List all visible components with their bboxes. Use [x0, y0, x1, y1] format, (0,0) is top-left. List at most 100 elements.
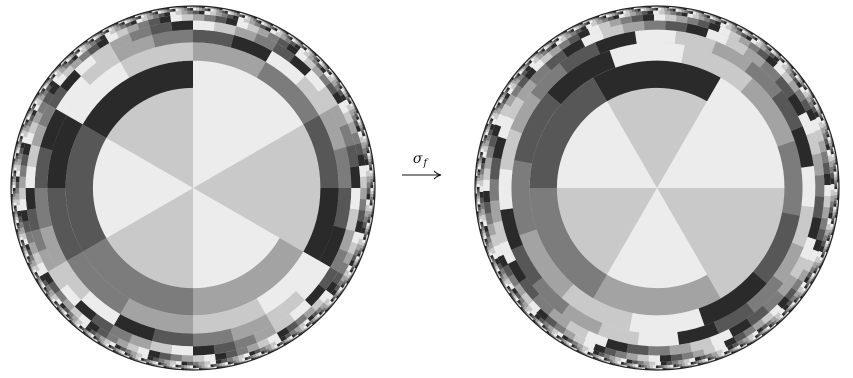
tile-cell — [167, 364, 170, 367]
tile-cell — [824, 174, 831, 185]
tile-cell — [13, 170, 16, 173]
tile-cell — [672, 361, 678, 365]
tile-cell — [13, 200, 16, 203]
tile-cell — [366, 194, 370, 200]
tile-cell — [664, 8, 667, 11]
tile-cell — [679, 364, 682, 367]
tile-cell — [834, 201, 837, 204]
tile-cell — [175, 365, 178, 368]
tile-cell — [204, 354, 216, 361]
tile-cell — [16, 171, 20, 177]
tile-cell — [676, 12, 682, 16]
tile-cell — [365, 205, 369, 211]
tile-cell — [216, 364, 219, 367]
tile-cell — [13, 176, 16, 179]
tile-cell — [635, 30, 676, 44]
tile-cell — [629, 10, 632, 13]
tile-cell — [483, 180, 490, 191]
tile-cell — [832, 212, 835, 215]
tile-cell — [190, 365, 193, 368]
tile-cell — [155, 361, 158, 364]
tile-cell — [643, 361, 649, 365]
tile-cell — [624, 362, 627, 365]
tile-cell — [665, 365, 668, 368]
tile-cell — [681, 10, 684, 13]
tile-cell — [16, 194, 20, 200]
tile-cell — [366, 176, 370, 182]
tile-cell — [480, 174, 484, 180]
tile-cell — [662, 365, 665, 368]
tile-cell — [182, 14, 193, 21]
tile-cell — [652, 8, 655, 11]
tile-cell — [477, 193, 480, 196]
tile-cell — [204, 15, 216, 22]
tile-cell — [484, 202, 492, 214]
tile-cell — [187, 8, 190, 11]
tile-cell — [369, 164, 372, 167]
tile-cell — [14, 167, 17, 170]
tile-cell — [15, 159, 18, 162]
tile-cell — [178, 8, 181, 11]
tile-cell — [661, 362, 667, 366]
tile-cell — [641, 365, 644, 368]
tile-cell — [665, 14, 677, 21]
tile-cell — [369, 162, 372, 165]
tile-cell — [670, 365, 673, 368]
tile-cell — [647, 365, 650, 368]
tile-cell — [16, 153, 19, 156]
tile-cell — [830, 196, 834, 202]
tile-cell — [350, 188, 360, 210]
tile-cell — [638, 9, 641, 12]
tile-cell — [478, 210, 481, 213]
tile-cell — [832, 215, 835, 218]
tile-cell — [228, 11, 231, 14]
tile-cell — [16, 220, 19, 223]
tile-cell — [172, 9, 175, 12]
tile-cell — [648, 346, 670, 356]
tile-cell — [670, 11, 676, 15]
tile-cell — [649, 355, 660, 362]
tile-cell — [676, 364, 679, 367]
tile-cell — [366, 150, 369, 153]
tile-cell — [368, 159, 371, 162]
tile-cell — [222, 10, 225, 13]
tile-cell — [690, 362, 693, 365]
tile-cell — [647, 11, 653, 15]
tile-cell — [638, 361, 644, 365]
tile-cell — [801, 166, 815, 207]
tile-cell — [480, 197, 484, 203]
tile-cell — [213, 9, 216, 12]
tile-cell — [369, 167, 372, 170]
tile-cell — [635, 9, 638, 12]
tile-cell — [205, 365, 208, 368]
tile-cell — [620, 11, 623, 14]
tile-cell — [370, 197, 373, 200]
tile-cell — [368, 156, 371, 159]
tile-cell — [833, 209, 836, 212]
tile-cell — [477, 178, 480, 181]
tile-cell — [368, 217, 371, 220]
tile-cell — [478, 207, 481, 210]
tile-cell — [480, 219, 483, 222]
map-symbol: σ — [413, 151, 423, 167]
tile-cell — [158, 362, 161, 365]
tile-cell — [632, 9, 635, 12]
tile-cell — [499, 169, 513, 210]
tile-cell — [158, 11, 161, 14]
tile-cell — [16, 176, 20, 182]
tile-cell — [204, 11, 210, 15]
tile-cell — [660, 355, 671, 362]
tile-cell — [16, 182, 20, 188]
tile-cell — [199, 361, 205, 365]
tile-cell — [161, 363, 164, 366]
tile-cell — [477, 198, 480, 201]
tile-cell — [477, 196, 480, 199]
tile-cell — [176, 361, 182, 365]
tile-cell — [666, 361, 672, 365]
tile-cell — [193, 355, 204, 362]
tile-cell — [366, 199, 370, 205]
tile-cell — [210, 11, 216, 15]
tile-cell — [370, 182, 373, 185]
tile-cell — [360, 188, 367, 199]
